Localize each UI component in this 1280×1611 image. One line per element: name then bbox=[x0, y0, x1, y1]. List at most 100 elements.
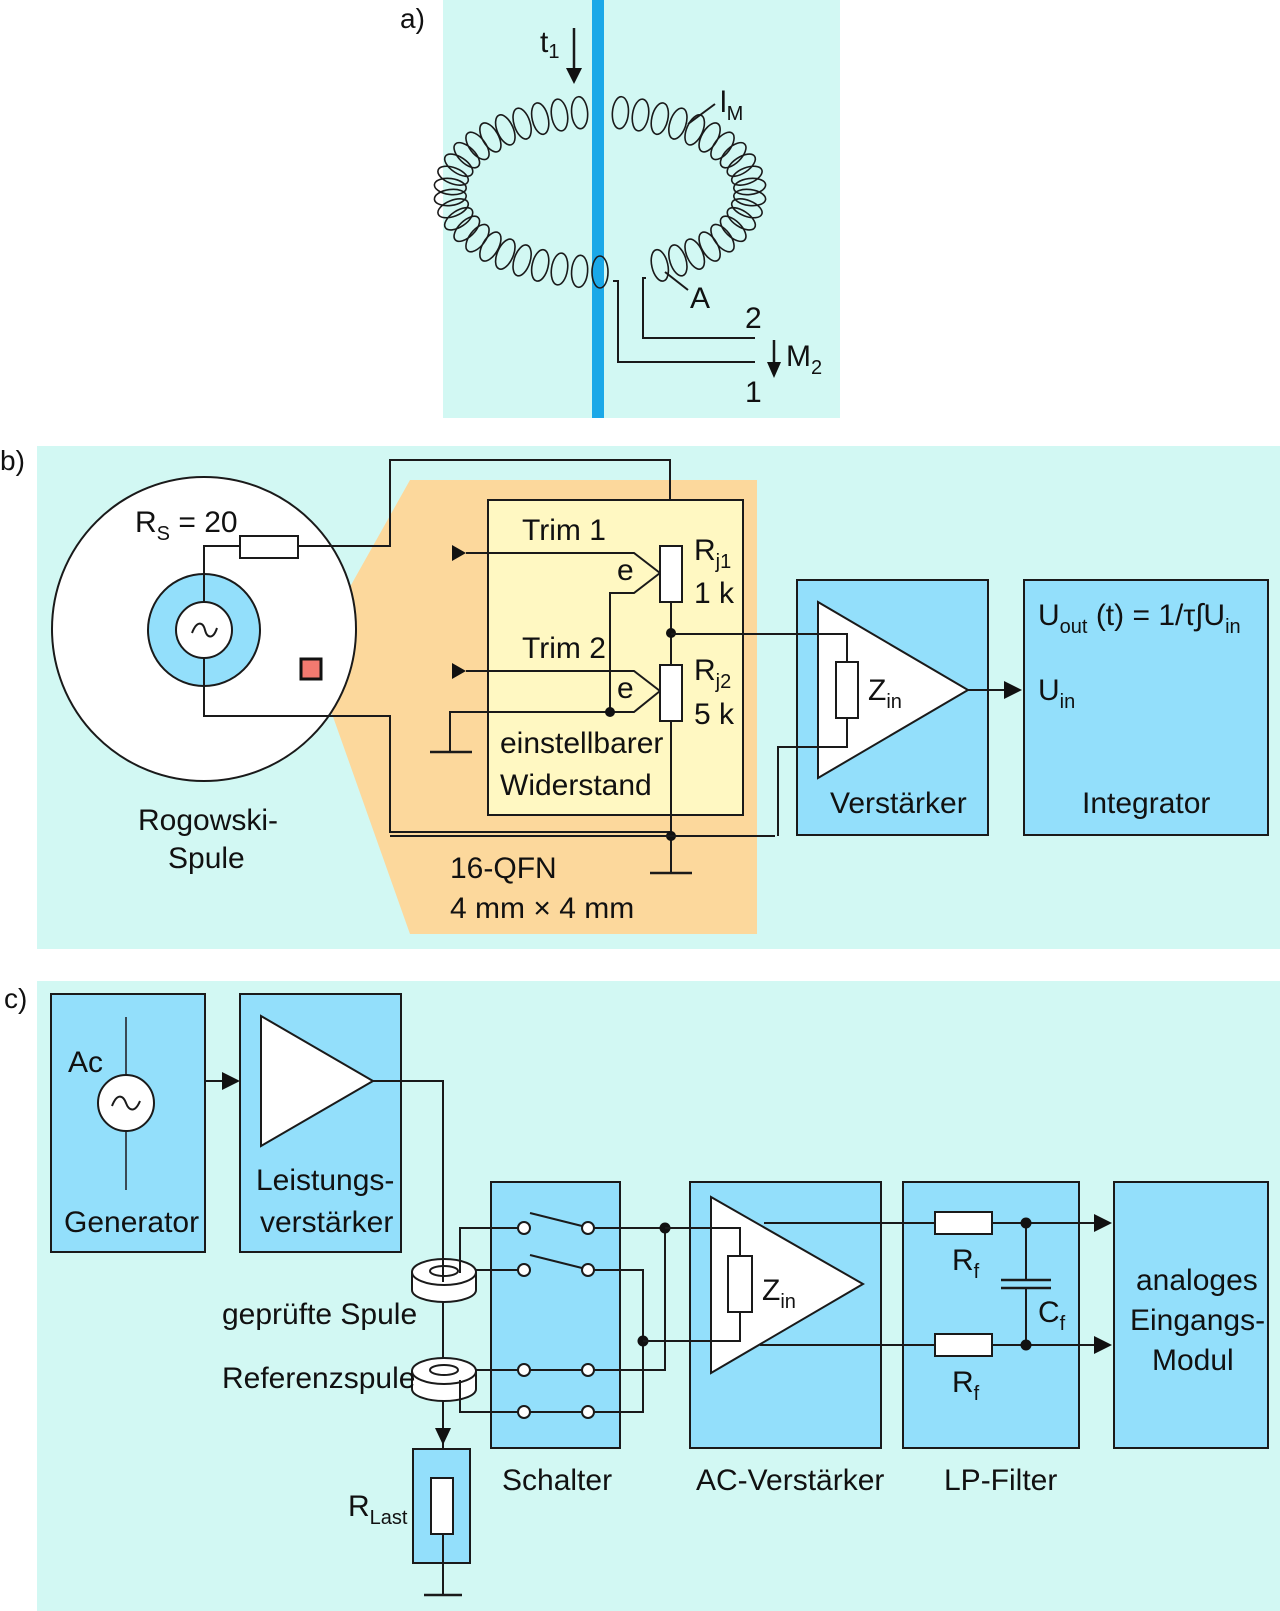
zin-label: Zin bbox=[868, 674, 902, 713]
coil-turn bbox=[550, 252, 569, 286]
amplifier-label: Verstärker bbox=[830, 787, 967, 820]
rs-wire-top bbox=[298, 459, 671, 547]
coil-caption-1: Rogowski- bbox=[138, 804, 278, 837]
switch-4-contact-b bbox=[581, 1405, 595, 1419]
coil-turn bbox=[650, 102, 670, 136]
coil-turn bbox=[668, 244, 688, 277]
coil-turn bbox=[719, 215, 747, 243]
adjustable-label-2: Widerstand bbox=[500, 769, 652, 802]
rj2-resistor bbox=[659, 664, 683, 722]
coil-return-wire bbox=[203, 658, 670, 833]
generator-sine-icon bbox=[111, 1095, 141, 1111]
out-2-wire bbox=[594, 1269, 644, 1341]
lead-1 bbox=[613, 280, 755, 363]
rs-wire-left bbox=[203, 545, 240, 602]
coil-turn bbox=[684, 238, 706, 270]
rj2-value: 5 k bbox=[694, 698, 735, 731]
coil-turn bbox=[611, 95, 630, 130]
zin-top-wire bbox=[665, 1227, 741, 1256]
load-resistor bbox=[430, 1477, 454, 1535]
zin-bottom-wire bbox=[643, 1312, 741, 1342]
main-current-wire bbox=[373, 1080, 444, 1455]
power-amp-label-1: Leistungs- bbox=[256, 1164, 394, 1197]
power-amp-triangle-icon bbox=[260, 1014, 375, 1148]
trim2-label: Trim 2 bbox=[522, 632, 606, 665]
coil-turn bbox=[730, 198, 763, 219]
panel-c-tag: c) bbox=[4, 983, 27, 1014]
trim1-label: Trim 1 bbox=[522, 514, 606, 547]
rf-bottom-label: Rf bbox=[952, 1366, 980, 1405]
area-label-leader bbox=[664, 271, 689, 291]
coil-turn bbox=[550, 98, 569, 132]
rf-top-resistor bbox=[934, 1211, 993, 1235]
rj1-resistor bbox=[659, 545, 683, 603]
current-arrow-head bbox=[566, 68, 582, 84]
trim1-input-arrow bbox=[452, 545, 466, 561]
switch-3-contact-b bbox=[581, 1363, 595, 1377]
generator-label: Generator bbox=[64, 1206, 199, 1239]
coil-turn bbox=[726, 153, 757, 178]
coil-turn bbox=[719, 141, 747, 169]
reference-coil-label: Referenzspule bbox=[222, 1362, 415, 1395]
lp-filter-label: LP-Filter bbox=[944, 1464, 1057, 1497]
coil-turn bbox=[591, 255, 609, 289]
uin-label: Uin bbox=[1038, 674, 1075, 713]
tested-coil-lead-a bbox=[459, 1227, 524, 1273]
voltage-label: M2 bbox=[786, 340, 822, 379]
coil-turn bbox=[730, 165, 763, 186]
coil-turn bbox=[453, 141, 481, 169]
amplifier-triangle-icon bbox=[817, 600, 970, 780]
power-amp-label-2: verstärker bbox=[260, 1206, 393, 1239]
coil-turn bbox=[443, 206, 474, 231]
panel-b: b) RS = 20 Trim 1 Trim 2 e e bbox=[0, 445, 1280, 949]
coil-turn bbox=[512, 244, 532, 277]
coil-turn bbox=[465, 223, 490, 253]
coil-turn bbox=[433, 177, 468, 196]
terminal-1-label: 1 bbox=[745, 376, 762, 409]
coil-turn bbox=[512, 107, 532, 140]
switch-label: Schalter bbox=[502, 1464, 612, 1497]
ac-amp-triangle-icon bbox=[710, 1195, 865, 1375]
rf-bottom-resistor bbox=[934, 1333, 993, 1357]
coil-turn bbox=[530, 102, 550, 136]
wiper2-wire bbox=[449, 690, 661, 752]
ac-amplifier-label: AC-Verstärker bbox=[696, 1464, 884, 1497]
coil-turn bbox=[650, 248, 670, 282]
load-arrow bbox=[435, 1428, 451, 1445]
coil-turn bbox=[710, 131, 735, 161]
terminal-2-label: 2 bbox=[745, 302, 762, 335]
module-top-arrow bbox=[1094, 1214, 1112, 1232]
wiper-junction bbox=[605, 707, 615, 717]
rs-resistor bbox=[239, 535, 299, 559]
panel-a-background bbox=[443, 0, 840, 418]
amp-input-top-wire bbox=[671, 633, 848, 662]
trim2-wire bbox=[466, 670, 661, 692]
coil-turn bbox=[433, 188, 468, 207]
rj1-value: 1 k bbox=[694, 577, 735, 610]
switch-2-contact-a bbox=[517, 1263, 531, 1277]
out-3-wire bbox=[594, 1228, 666, 1371]
coil-turn bbox=[726, 206, 757, 231]
module-label-2: Eingangs- bbox=[1130, 1304, 1265, 1337]
trim1-wire bbox=[466, 552, 661, 574]
coil-turn bbox=[437, 198, 470, 219]
coil-turn bbox=[570, 254, 589, 289]
panel-a-tag: a) bbox=[400, 3, 425, 34]
module-label-1: analoges bbox=[1136, 1264, 1258, 1297]
switch-1-contact-b bbox=[581, 1221, 595, 1235]
rj1-label: Rj1 bbox=[694, 534, 731, 573]
amp-output-arrow bbox=[1004, 681, 1022, 699]
amp-input-bottom-wire bbox=[777, 718, 848, 836]
switch-block bbox=[490, 1181, 621, 1449]
ref-coil-lead-b bbox=[459, 1380, 524, 1413]
rs-label: RS = 20 bbox=[135, 506, 238, 545]
out-4-wire bbox=[594, 1341, 644, 1413]
adjustable-label-1: einstellbarer bbox=[500, 727, 663, 760]
switch-2-contact-b bbox=[581, 1263, 595, 1277]
coil-caption-2: Spule bbox=[168, 842, 245, 875]
ac-zin-resistor bbox=[727, 1255, 753, 1313]
coil-turn bbox=[732, 177, 767, 196]
gen-to-amp-arrow bbox=[222, 1072, 240, 1090]
voltage-arrow-head bbox=[767, 362, 781, 378]
